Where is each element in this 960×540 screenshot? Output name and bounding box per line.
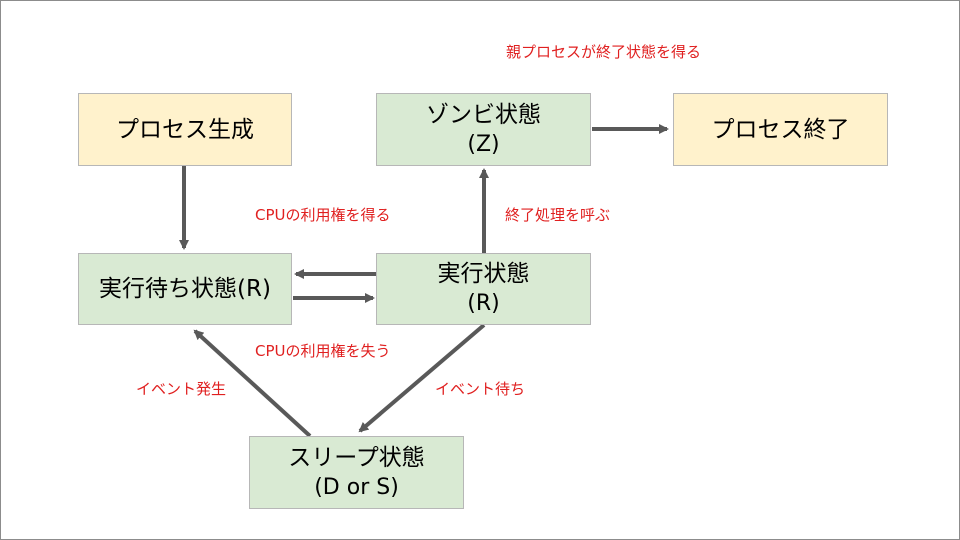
zombie-state-code: (Z)	[467, 131, 500, 157]
process-end-title: プロセス終了	[711, 116, 850, 143]
label-event-occur: イベント発生	[136, 380, 227, 398]
ready-state-node: 実行待ち状態(R)	[78, 253, 292, 325]
running-state-code: (R)	[467, 291, 500, 316]
label-parent-gets-end: 親プロセスが終了状態を得る	[506, 43, 702, 61]
process-end-node: プロセス終了	[673, 93, 888, 166]
zombie-state-node: ゾンビ状態 (Z)	[376, 93, 591, 166]
zombie-state-title: ゾンビ状態	[426, 101, 541, 128]
sleep-state-title: スリープ状態	[288, 444, 425, 471]
arrow-running-to-sleep	[358, 323, 486, 433]
label-event-wait: イベント待ち	[435, 380, 526, 398]
label-lose-cpu: CPUの利用権を失う	[255, 342, 391, 360]
running-state-node: 実行状態 (R)	[376, 253, 591, 325]
sleep-state-node: スリープ状態 (D or S)	[249, 436, 464, 509]
label-call-exit: 終了処理を呼ぶ	[505, 206, 611, 224]
running-state-title: 実行状態	[437, 261, 530, 287]
arrow-sleep-to-ready	[193, 329, 312, 438]
sleep-state-code: (D or S)	[314, 474, 399, 500]
label-get-cpu: CPUの利用権を得る	[255, 206, 391, 224]
ready-state-title: 実行待ち状態(R)	[99, 276, 271, 302]
process-create-node: プロセス生成	[78, 93, 292, 166]
process-create-title: プロセス生成	[116, 116, 254, 143]
